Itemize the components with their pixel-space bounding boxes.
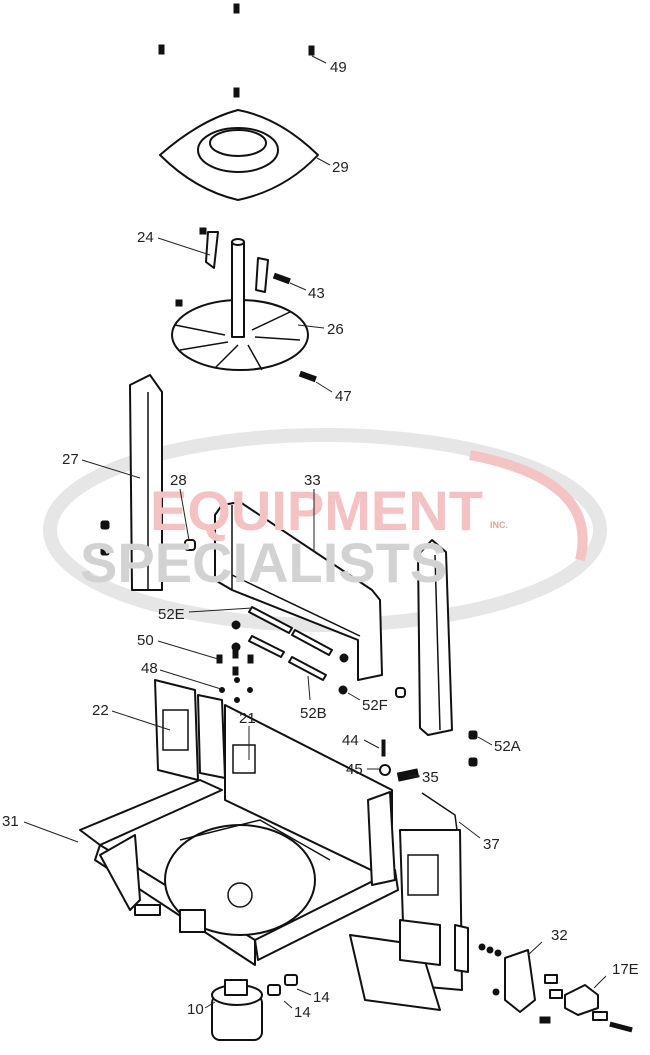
part-22-31-main-frame [79,679,469,1011]
label-31: 31 [2,813,19,830]
label-22: 22 [92,702,109,719]
label-45: 45 [346,761,363,778]
label-44: 44 [342,732,359,749]
label-28: 28 [170,472,187,489]
label-17E: 17E [612,961,639,978]
label-33: 33 [304,472,321,489]
label-49: 49 [330,59,347,76]
label-43: 43 [308,285,325,302]
label-52E: 52E [158,606,185,623]
part-26-spinner-disc [171,227,317,383]
label-32: 32 [551,927,568,944]
label-37: 37 [483,836,500,853]
label-21: 21 [239,710,256,727]
part-29-flange-plate [159,109,319,201]
watermark-suffix: INC. [490,520,508,530]
part-33-mount-plate [214,501,383,681]
label-26: 26 [327,321,344,338]
part-10-14-motor-fittings [211,974,298,1041]
label-14-upper: 14 [313,989,330,1006]
watermark-line1: EQUIPMENT [150,479,483,542]
part-right-upright [395,539,478,767]
part-49-screws [158,3,315,98]
label-47: 47 [335,388,352,405]
label-14-lower: 14 [294,1004,311,1021]
label-24: 24 [137,229,154,246]
label-35: 35 [422,769,439,786]
watermark-line2: SPECIALISTS [80,531,447,594]
part-32-17E-bracket-block [478,943,633,1033]
part-27-left-upright [100,374,196,591]
label-48: 48 [141,660,158,677]
label-29: 29 [332,159,349,176]
label-52A: 52A [494,738,521,755]
label-52B: 52B [300,705,327,722]
label-50: 50 [137,632,154,649]
watermark-logo: EQUIPMENT INC. SPECIALISTS [80,479,508,594]
part-52-pins-bolts [216,606,349,703]
label-10: 10 [187,1001,204,1018]
label-52F: 52F [362,697,388,714]
callout-labels: 49 29 24 43 26 47 27 28 33 52E 50 48 52B… [2,55,639,1021]
label-27: 27 [62,451,79,468]
